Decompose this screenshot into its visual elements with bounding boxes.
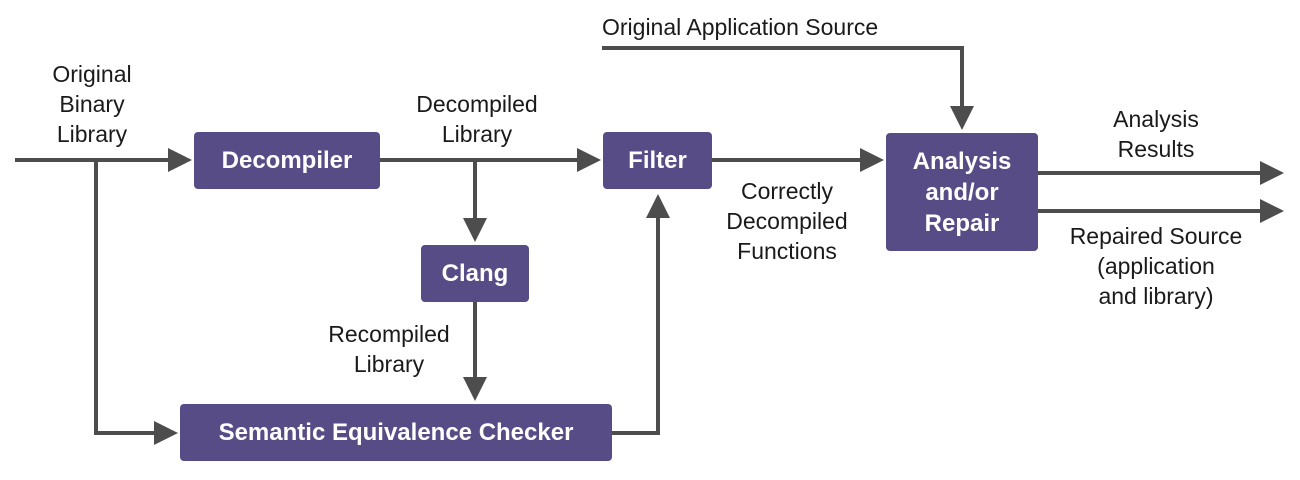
label-line: Library [441,121,513,147]
semantic-equivalence-checker-box: Semantic Equivalence Checker [180,404,612,461]
analysis-repair-line-1: Analysis [912,147,1012,175]
label-line: Correctly [740,178,833,204]
arrow-input-to-checker [94,160,178,445]
label-line: Decompiled [416,91,538,117]
original-binary-library-label: Original Binary Library [32,59,152,149]
clang-label: Clang [441,260,509,287]
correctly-decompiled-functions-label: Correctly Decompiled Functions [712,176,862,266]
analysis-repair-box: Analysis and/or Repair [886,133,1038,251]
decompiler-box: Decompiler [194,132,380,189]
label-line: Functions [737,238,837,264]
semantic-equivalence-checker-label: Semantic Equivalence Checker [218,419,574,446]
arrow-checker-to-filter [612,194,670,435]
decompiled-library-label: Decompiled Library [397,89,557,149]
label-line: Decompiled [726,208,848,234]
filter-box: Filter [603,132,712,189]
label-line: (application [1097,253,1215,279]
label-line: Library [56,121,128,147]
recompiled-library-label: Recompiled Library [309,319,469,379]
analysis-results-label: Analysis Results [1086,104,1226,164]
filter-label: Filter [628,147,687,174]
label-line: Analysis [1113,106,1199,132]
original-application-source-label: Original Application Source [602,12,878,42]
analysis-repair-line-3: Repair [924,209,1000,237]
label-line: and library) [1098,283,1214,309]
decompiler-label: Decompiler [221,147,353,174]
label-line: Binary [59,91,125,117]
label-line: Original Application Source [602,14,879,40]
label-line: Original [52,61,132,87]
label-line: Repaired Source [1069,223,1243,249]
label-line: Recompiled [328,321,450,347]
analysis-repair-line-2: and/or [925,178,999,206]
clang-box: Clang [421,245,529,302]
repaired-source-label: Repaired Source (application and library… [1051,221,1261,311]
label-line: Library [353,351,425,377]
label-line: Results [1117,136,1195,162]
arrow-source-to-analysis [602,46,974,130]
